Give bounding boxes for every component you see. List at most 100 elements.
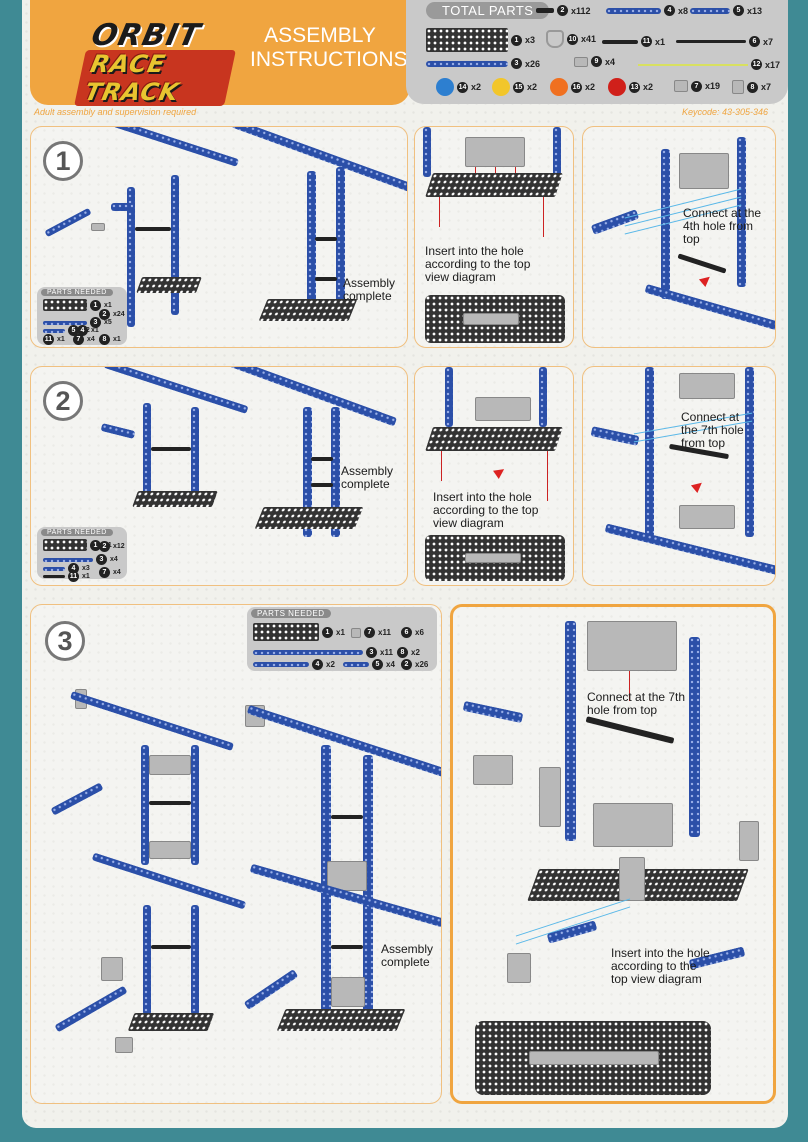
connector-pin-icon bbox=[536, 8, 554, 13]
beam bbox=[141, 745, 149, 865]
top-view-bracket bbox=[465, 553, 521, 563]
base-plate bbox=[425, 173, 563, 197]
part-qty: x26 bbox=[415, 660, 429, 669]
base-plate-icon bbox=[426, 28, 508, 52]
beam bbox=[243, 968, 299, 1011]
part-id: 1 bbox=[511, 34, 522, 46]
top-view-bracket bbox=[529, 1051, 659, 1065]
part-qty: x19 bbox=[705, 81, 721, 91]
red-ball-icon bbox=[608, 78, 626, 96]
beam bbox=[54, 985, 128, 1033]
part-id: 4 bbox=[312, 659, 323, 670]
beam bbox=[644, 283, 775, 332]
bracket-icon bbox=[674, 80, 688, 92]
axle bbox=[331, 815, 363, 819]
page-title: ASSEMBLY INSTRUCTIONS bbox=[250, 24, 408, 71]
part-id: 15 bbox=[513, 81, 524, 93]
part-qty: x2 bbox=[585, 82, 596, 92]
part-id: 8 bbox=[99, 334, 110, 345]
beam bbox=[737, 137, 746, 287]
part-id: 6 bbox=[749, 36, 760, 47]
beam bbox=[336, 167, 345, 317]
part-qty: x26 bbox=[525, 58, 541, 69]
direction-arrow-icon bbox=[493, 465, 507, 479]
bracket bbox=[473, 755, 513, 785]
base-plate-icon bbox=[253, 623, 319, 641]
part-id: 9 bbox=[591, 56, 602, 67]
part-qty: x3 bbox=[525, 35, 536, 45]
bracket bbox=[465, 137, 525, 167]
guide-line bbox=[547, 451, 548, 501]
beam-icon bbox=[253, 650, 363, 655]
bracket-icon bbox=[732, 80, 744, 94]
bracket bbox=[327, 861, 367, 891]
part-id: 10 bbox=[567, 33, 578, 45]
connect-instruction: Connect at the 7th hole from top bbox=[681, 410, 744, 450]
beam bbox=[321, 745, 331, 1015]
part-id: 11 bbox=[641, 36, 652, 47]
beam bbox=[191, 905, 199, 1015]
beam bbox=[303, 407, 312, 537]
part-id: 7 bbox=[99, 567, 110, 578]
part-id: 2 bbox=[99, 309, 110, 320]
clip-icon bbox=[546, 30, 564, 48]
part-qty: x2 bbox=[471, 82, 482, 92]
step-2-detail-connect: Connect at the 7th hole from top bbox=[582, 366, 776, 586]
blue-ball-icon bbox=[436, 78, 454, 96]
part-qty: x41 bbox=[581, 34, 597, 44]
rod-icon bbox=[676, 40, 746, 43]
orange-ball-icon bbox=[550, 78, 568, 96]
beam bbox=[50, 782, 104, 816]
beam bbox=[91, 852, 247, 910]
part-id: 1 bbox=[90, 299, 101, 311]
part-id: 12 bbox=[751, 59, 762, 70]
part-id: 1 bbox=[322, 626, 333, 638]
direction-arrow-icon bbox=[690, 478, 706, 494]
part-id: 5 bbox=[733, 5, 744, 16]
part-qty: x1 bbox=[655, 36, 666, 47]
beam bbox=[565, 621, 576, 841]
connect-instruction: Connect at the 7th hole from top bbox=[587, 690, 686, 717]
axle bbox=[151, 945, 191, 949]
axle bbox=[585, 716, 675, 744]
beam-icon bbox=[343, 662, 369, 667]
part-id: 11 bbox=[43, 334, 54, 345]
part-id: 16 bbox=[571, 81, 582, 93]
beam bbox=[363, 755, 373, 1025]
beam-icon bbox=[426, 60, 508, 67]
bracket bbox=[101, 957, 123, 981]
guide-line bbox=[629, 671, 630, 701]
guide-line bbox=[439, 197, 440, 227]
step-1-detail-insert: Insert into the hole according to the to… bbox=[414, 126, 574, 348]
part-id: 3 bbox=[90, 317, 101, 328]
beam bbox=[191, 745, 199, 865]
part-id: 4 bbox=[68, 563, 79, 574]
top-view-plate bbox=[425, 295, 565, 343]
orbit-race-track-logo: ORBIT RACE TRACK bbox=[74, 18, 236, 106]
beam bbox=[462, 700, 524, 724]
beam bbox=[539, 367, 547, 427]
part-qty: x17 bbox=[765, 59, 781, 70]
part-qty: x1 bbox=[57, 336, 65, 343]
part-id: 7 bbox=[364, 627, 375, 638]
part-qty: x4 bbox=[87, 336, 95, 343]
part-id: 3 bbox=[511, 58, 522, 69]
part-id: 5 bbox=[68, 325, 79, 336]
part-id: 2 bbox=[557, 5, 568, 16]
part-qty: x2 bbox=[326, 660, 335, 669]
